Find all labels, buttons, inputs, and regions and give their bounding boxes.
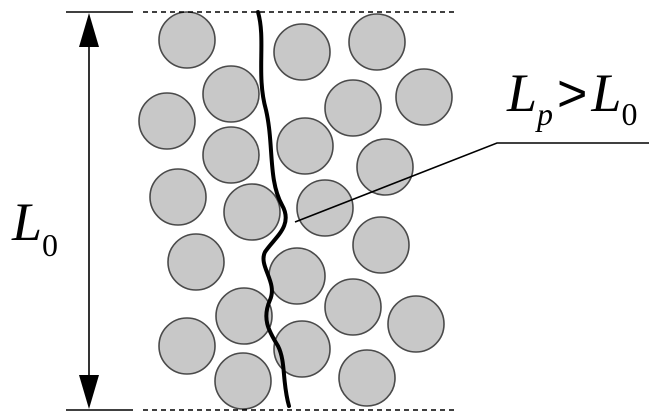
grain xyxy=(149,168,207,226)
double-headed-arrow-icon xyxy=(79,13,99,409)
l0-right-label-main: L xyxy=(590,63,621,123)
l0-right-label-sub: 0 xyxy=(621,96,637,132)
grain xyxy=(338,349,396,407)
grain xyxy=(273,23,331,81)
grain xyxy=(268,247,326,305)
arrow-head-up xyxy=(79,13,99,47)
boundaries xyxy=(66,11,458,411)
lp-label-main: L xyxy=(506,63,537,123)
grain xyxy=(276,117,334,175)
lp-label-sub: p xyxy=(535,96,553,132)
grain xyxy=(352,216,410,274)
grain xyxy=(158,11,216,69)
grain xyxy=(296,179,354,237)
grain xyxy=(324,278,382,336)
grain xyxy=(202,126,260,184)
grain xyxy=(387,295,445,353)
grain xyxy=(158,317,216,375)
grain xyxy=(273,320,331,378)
tortuous-path-icon xyxy=(256,10,291,408)
arrow-head-down xyxy=(79,375,99,409)
grains-group xyxy=(138,11,453,410)
grain xyxy=(138,92,196,150)
grain xyxy=(348,13,406,71)
l0-label-sub: 0 xyxy=(42,227,58,263)
grain xyxy=(223,183,281,241)
l0-label-main: L xyxy=(11,192,42,252)
greater-than-operator: > xyxy=(557,65,587,123)
l0-label: L0 xyxy=(11,192,58,263)
grain xyxy=(214,352,272,410)
grain xyxy=(167,233,225,291)
grain xyxy=(215,287,273,345)
grain xyxy=(395,68,453,126)
lp-gt-l0-label: Lp>L0 xyxy=(506,63,637,132)
grain xyxy=(202,65,260,123)
leader-line xyxy=(294,142,649,223)
grain xyxy=(324,79,382,137)
